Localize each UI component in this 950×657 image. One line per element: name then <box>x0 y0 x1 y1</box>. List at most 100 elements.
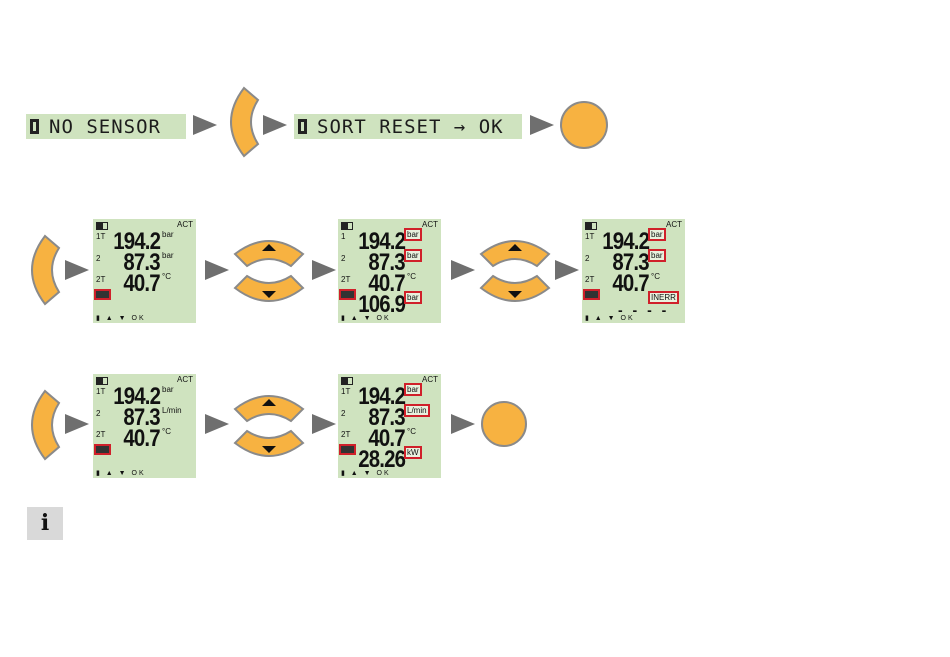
flow-arrow-icon <box>451 260 475 280</box>
channel-icon <box>583 289 600 300</box>
unit-label: bar <box>162 385 174 394</box>
flow-arrow-icon <box>65 260 89 280</box>
channel-icon <box>339 289 356 300</box>
measured-value: 106.9 <box>358 291 406 318</box>
measured-value: 40.7 <box>612 270 650 297</box>
dashes: - - - - <box>618 302 670 318</box>
flow-arrow-icon <box>205 414 229 434</box>
channel-label: 2T <box>96 275 106 284</box>
up-down-buttons-icon <box>233 395 305 457</box>
channel-label: 2 <box>585 254 590 263</box>
footer-keys: ▮ ▲ ▼ OK <box>96 470 146 477</box>
footer-keys: ▮ ▲ ▼ OK <box>341 315 391 322</box>
measured-value: 194.2 <box>113 383 161 410</box>
channel-label: 1T <box>96 387 106 396</box>
unit-label: INERR <box>648 291 679 304</box>
battery-icon <box>341 222 353 230</box>
flow-arrow-icon <box>65 414 89 434</box>
channel-label: 2 <box>96 254 101 263</box>
measured-value: 87.3 <box>368 249 406 276</box>
channel-icon <box>94 289 111 300</box>
lcd-display-sort-reset: SORT RESET → OK <box>294 114 522 139</box>
unit-label: bar <box>162 251 174 260</box>
channel-label: 2T <box>341 275 351 284</box>
battery-icon <box>298 119 307 134</box>
flow-arrow-icon <box>193 115 217 135</box>
flow-arrow-icon <box>263 115 287 135</box>
channel-label: 1T <box>96 232 106 241</box>
left-button-icon <box>31 234 61 306</box>
channel-label: 1T <box>341 387 351 396</box>
status-text: ACT <box>177 220 193 229</box>
battery-icon <box>341 377 353 385</box>
channel-label: 2T <box>96 430 106 439</box>
measured-value: 87.3 <box>123 249 161 276</box>
channel-label: 1T <box>585 232 595 241</box>
channel-label: 2T <box>341 430 351 439</box>
ok-button-icon <box>560 101 608 149</box>
unit-label: bar <box>404 249 422 262</box>
info-icon: i <box>27 507 63 540</box>
unit-label: °C <box>407 272 416 281</box>
measured-value: 194.2 <box>113 228 161 255</box>
unit-label: °C <box>651 272 660 281</box>
measured-value: 87.3 <box>612 249 650 276</box>
flow-arrow-icon <box>312 414 336 434</box>
footer-keys: ▮ ▲ ▼ OK <box>341 470 391 477</box>
lcd-display-no-sensor: NO SENSOR <box>26 114 186 139</box>
unit-label: bar <box>404 383 422 396</box>
flow-arrow-icon <box>451 414 475 434</box>
display-text: NO SENSOR <box>49 115 161 138</box>
ok-button-icon <box>481 401 527 447</box>
unit-label: °C <box>162 272 171 281</box>
battery-icon <box>585 222 597 230</box>
channel-icon <box>94 444 111 455</box>
measured-value: 40.7 <box>368 425 406 452</box>
footer-keys: ▮ ▲ ▼ OK <box>96 315 146 322</box>
measured-value: 40.7 <box>368 270 406 297</box>
measured-value: 40.7 <box>123 425 161 452</box>
status-text: ACT <box>666 220 682 229</box>
measured-value: 87.3 <box>123 404 161 431</box>
flow-arrow-icon <box>555 260 579 280</box>
battery-icon <box>96 222 108 230</box>
measured-value: 28.26 <box>358 446 406 473</box>
status-text: ACT <box>177 375 193 384</box>
unit-label: bar <box>648 249 666 262</box>
measured-value: 194.2 <box>602 228 650 255</box>
unit-label: bar <box>648 228 666 241</box>
measured-value: 40.7 <box>123 270 161 297</box>
unit-label: °C <box>162 427 171 436</box>
measured-value: 87.3 <box>368 404 406 431</box>
flow-arrow-icon <box>530 115 554 135</box>
up-down-buttons-icon <box>479 240 551 302</box>
channel-label: 2T <box>585 275 595 284</box>
left-button-icon <box>230 86 260 158</box>
unit-label: bar <box>404 228 422 241</box>
channel-label: 2 <box>341 409 346 418</box>
status-text: ACT <box>422 375 438 384</box>
unit-label: L/min <box>404 404 430 417</box>
unit-label: L/min <box>162 406 182 415</box>
channel-label: 2 <box>96 409 101 418</box>
channel-icon <box>339 444 356 455</box>
flow-arrow-icon <box>312 260 336 280</box>
unit-label: °C <box>407 427 416 436</box>
battery-icon <box>30 119 39 134</box>
measured-value: 194.2 <box>358 383 406 410</box>
channel-label: 1 <box>341 232 346 241</box>
footer-keys: ▮ ▲ ▼ OK <box>585 315 635 322</box>
unit-label: bar <box>404 291 422 304</box>
left-button-icon <box>31 389 61 461</box>
display-text: SORT RESET → OK <box>317 115 504 138</box>
unit-label: kW <box>404 446 422 459</box>
unit-label: bar <box>162 230 174 239</box>
status-text: ACT <box>422 220 438 229</box>
battery-icon <box>96 377 108 385</box>
